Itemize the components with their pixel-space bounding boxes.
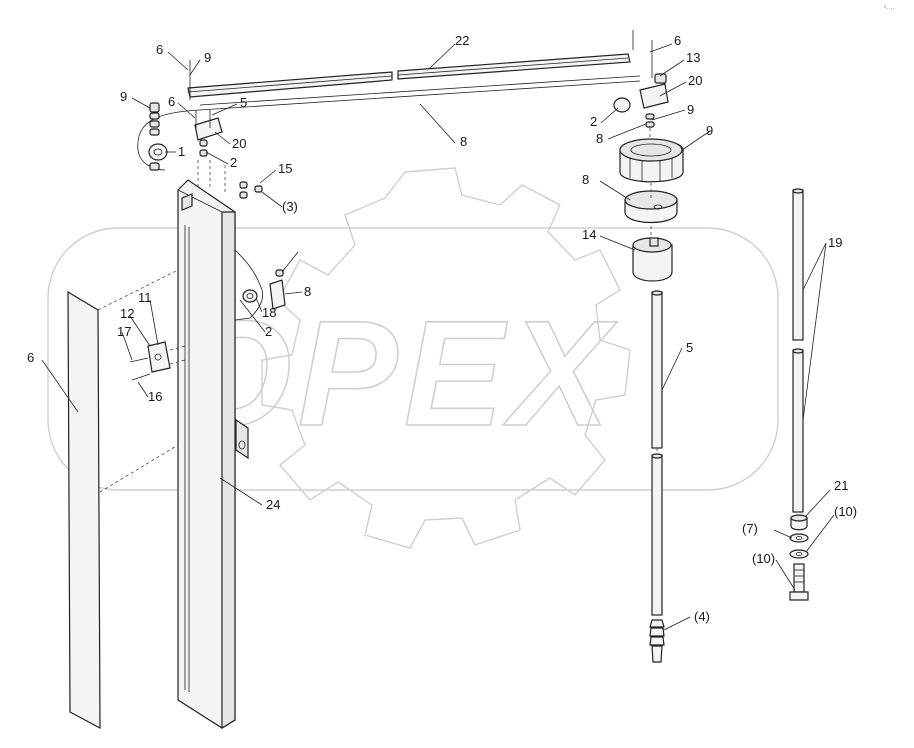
callout-17: 12: [120, 306, 134, 321]
callout-23: (4): [694, 609, 710, 624]
callout-6: 17: [117, 324, 131, 339]
callout-4: (10): [752, 551, 775, 566]
callout-5: 16: [148, 389, 162, 404]
part-24-tube: [651, 290, 663, 449]
callout-14: 8: [582, 172, 589, 187]
part-22-top-rail: [187, 53, 631, 98]
corner-mark: °····: [884, 6, 894, 12]
callout-12: 11: [138, 290, 152, 305]
part-3-tubes: [792, 188, 804, 513]
callout-9: 9: [120, 89, 127, 104]
leader-lines: [41, 43, 835, 631]
callout-9: 8: [596, 131, 603, 146]
callout-6: 6: [156, 42, 163, 57]
callout-2: 18: [262, 305, 276, 320]
callout-21: 24: [266, 497, 280, 512]
bracket-18-11: [242, 269, 286, 310]
part-23-tip: [649, 619, 665, 663]
lower-tube: [651, 453, 663, 616]
small-hardware-cluster: [239, 181, 263, 199]
callout-6: 6: [674, 33, 681, 48]
part-21-main-panel: [177, 179, 264, 730]
callout-15: 9: [706, 123, 713, 138]
callout-8: (3): [282, 199, 298, 214]
callout-10: (7): [742, 521, 758, 536]
callout-19: 14: [582, 227, 596, 242]
callout-16: 6: [27, 350, 34, 365]
right-pivot-assembly: [613, 30, 669, 140]
callout-2: 1: [178, 144, 185, 159]
callout-5: 5: [240, 95, 247, 110]
callout-22: 22: [455, 33, 469, 48]
callout-18: 8: [304, 284, 311, 299]
part-7-nut: [790, 514, 808, 531]
part-15-nut: [619, 138, 684, 183]
callout-labels: 22 6 9 6 13 20 9 6 5 2 20 8 1 2 8 9 15 9…: [27, 33, 857, 624]
part-19-sleeve: [632, 237, 673, 282]
callout-7: 21: [834, 478, 848, 493]
callout-8: 2: [230, 155, 237, 170]
callout-3: 19: [828, 235, 842, 250]
callout-10: (10): [834, 504, 857, 519]
callout-8: 9: [687, 102, 694, 117]
callout-20: 20: [232, 136, 246, 151]
callout-2: 2: [590, 114, 597, 129]
callout-24: 5: [686, 340, 693, 355]
callout-1: 8: [460, 134, 467, 149]
part-16-strip: [67, 290, 101, 730]
part-14-disc: [624, 190, 678, 223]
left-pivot-assembly: [148, 60, 226, 195]
callout-20: 20: [688, 73, 702, 88]
callout-9: 15: [278, 161, 292, 176]
callout-11: 2: [265, 324, 272, 339]
part-4-bolt: [789, 563, 809, 601]
callout-9: 9: [204, 50, 211, 65]
bracket-17-12: [129, 341, 186, 381]
callout-6: 6: [168, 94, 175, 109]
part-10-washers: [789, 533, 809, 559]
callout-13: 13: [686, 50, 700, 65]
